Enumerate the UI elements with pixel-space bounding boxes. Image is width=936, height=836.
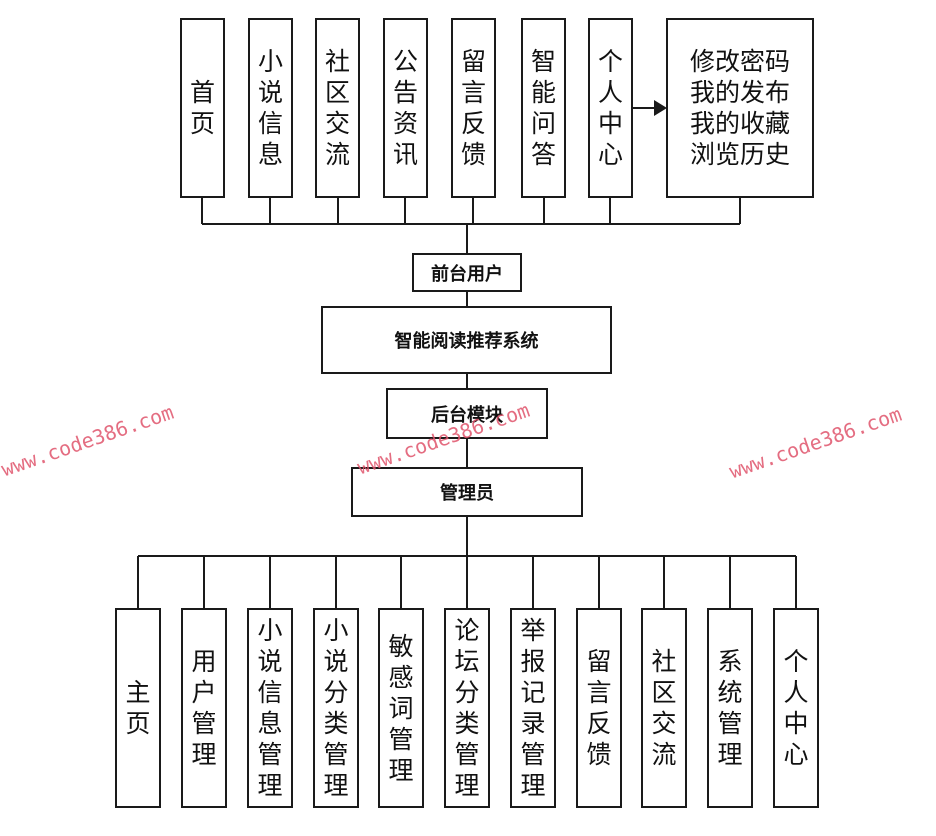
front-menu-feedback: 留言反馈 [451,18,496,198]
back-menu-novel-info-mgmt: 小说信息管理 [247,608,293,808]
back-menu-home: 主页 [115,608,161,808]
back-menu-user-mgmt: 用户管理 [181,608,227,808]
front-menu-home: 首页 [180,18,225,198]
system-name-node: 智能阅读推荐系统 [321,306,612,374]
backend-module-node: 后台模块 [386,388,548,439]
back-menu-report-record-mgmt: 举报记录管理 [510,608,556,808]
front-menu-smart-qa: 智能问答 [521,18,566,198]
back-menu-novel-category-mgmt: 小说分类管理 [313,608,359,808]
front-menu-novel-info: 小说信息 [248,18,293,198]
front-menu-personal-center: 个人中心 [588,18,633,198]
personal-center-items: 修改密码 我的发布 我的收藏 浏览历史 [666,18,814,198]
back-menu-sensitive-word-mgmt: 敏感词管理 [378,608,424,808]
admin-node: 管理员 [351,467,583,517]
personal-item-change-password: 修改密码 [689,47,790,76]
back-menu-forum-category-mgmt: 论坛分类管理 [444,608,490,808]
arrow-head-icon [654,100,667,116]
front-menu-community: 社区交流 [315,18,360,198]
back-menu-community: 社区交流 [641,608,687,808]
back-menu-system-mgmt: 系统管理 [707,608,753,808]
frontend-user-node: 前台用户 [412,253,522,292]
back-menu-personal-center: 个人中心 [773,608,819,808]
personal-item-browse-history: 浏览历史 [689,140,790,169]
personal-item-my-favorites: 我的收藏 [689,109,790,138]
back-menu-feedback: 留言反馈 [576,608,622,808]
personal-item-my-posts: 我的发布 [689,78,790,107]
front-menu-announcements: 公告资讯 [383,18,428,198]
